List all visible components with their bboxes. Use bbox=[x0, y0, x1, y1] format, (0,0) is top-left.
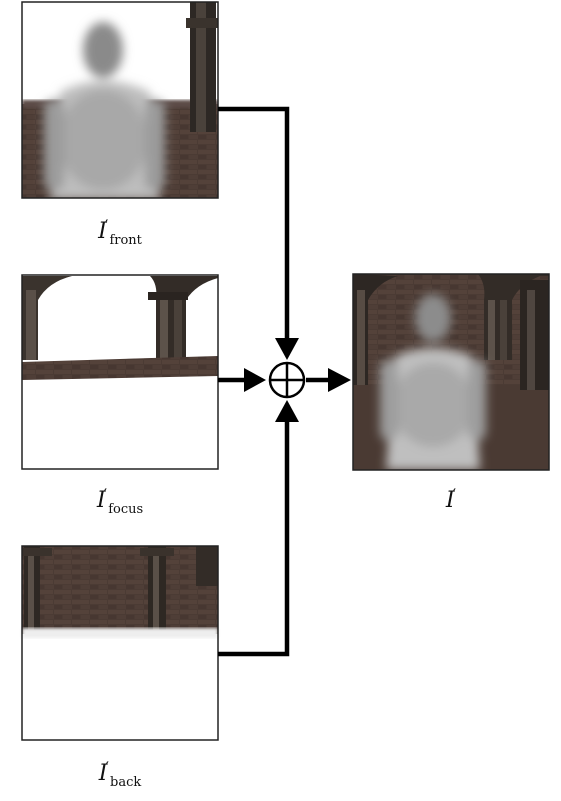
back-label-base: I bbox=[98, 761, 108, 786]
back-layer-label: I′back bbox=[60, 758, 180, 790]
front-layer-image bbox=[22, 2, 218, 198]
arrow-heads bbox=[244, 338, 351, 422]
back-label-sub: back bbox=[110, 775, 142, 790]
front-label-prime: ′ bbox=[104, 216, 109, 235]
focus-arrow-head bbox=[244, 368, 266, 392]
output-frame bbox=[352, 273, 550, 471]
output-label-prime: ′ bbox=[452, 485, 457, 504]
front-label-base: I bbox=[98, 219, 107, 244]
focus-layer-label: I′focus bbox=[60, 485, 180, 517]
focus-layer-image bbox=[22, 275, 218, 469]
front-layer-label: I′front bbox=[60, 216, 180, 248]
focus-label-prime: ′ bbox=[103, 485, 108, 504]
front-label-sub: front bbox=[109, 233, 142, 248]
front-to-operator-arrow bbox=[218, 106, 290, 348]
output-label-base: I bbox=[445, 488, 455, 513]
circled-plus-icon bbox=[268, 361, 306, 399]
focus-layer-frame bbox=[21, 274, 219, 470]
output-label: I′ bbox=[391, 487, 511, 512]
focus-label-base: I bbox=[96, 488, 106, 513]
back-to-operator-arrow bbox=[218, 412, 290, 657]
front-layer-frame bbox=[21, 1, 219, 199]
back-label-prime: ′ bbox=[105, 758, 110, 777]
focus-label-sub: focus bbox=[108, 502, 144, 517]
back-layer-frame bbox=[21, 545, 219, 741]
back-layer-image bbox=[22, 546, 218, 740]
back-arrow-head bbox=[275, 400, 299, 422]
output-image bbox=[353, 274, 549, 470]
front-arrow-head bbox=[275, 338, 299, 360]
output-arrow-head bbox=[328, 368, 351, 392]
